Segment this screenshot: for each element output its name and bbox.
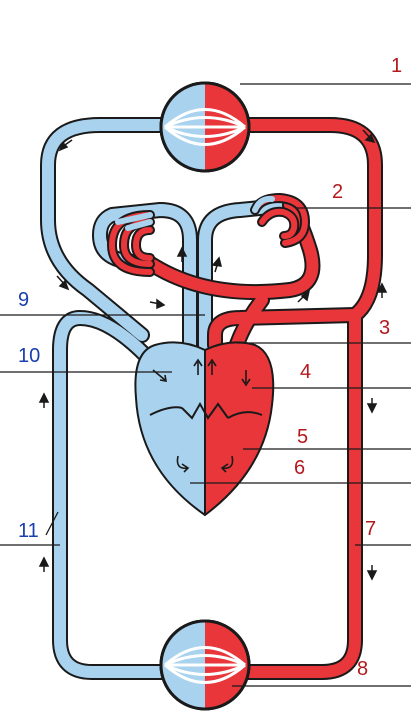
label-3: 3 xyxy=(379,317,390,339)
label-5: 5 xyxy=(297,426,308,448)
label-4: 4 xyxy=(300,361,311,383)
label-11: 11 xyxy=(18,520,39,542)
left-lung-capillaries xyxy=(112,215,150,272)
label-10: 10 xyxy=(18,345,40,367)
label-6: 6 xyxy=(294,457,305,479)
heart-left-side xyxy=(205,342,273,515)
upper-capillary-bed xyxy=(161,83,249,171)
label-8: 8 xyxy=(357,658,368,680)
heart xyxy=(135,342,273,515)
label-1: 1 xyxy=(391,55,402,77)
label-2: 2 xyxy=(332,181,343,203)
heart-right-side xyxy=(135,342,205,515)
lower-capillary-bed xyxy=(161,621,249,709)
label-9: 9 xyxy=(18,289,29,311)
label-7: 7 xyxy=(365,518,376,540)
